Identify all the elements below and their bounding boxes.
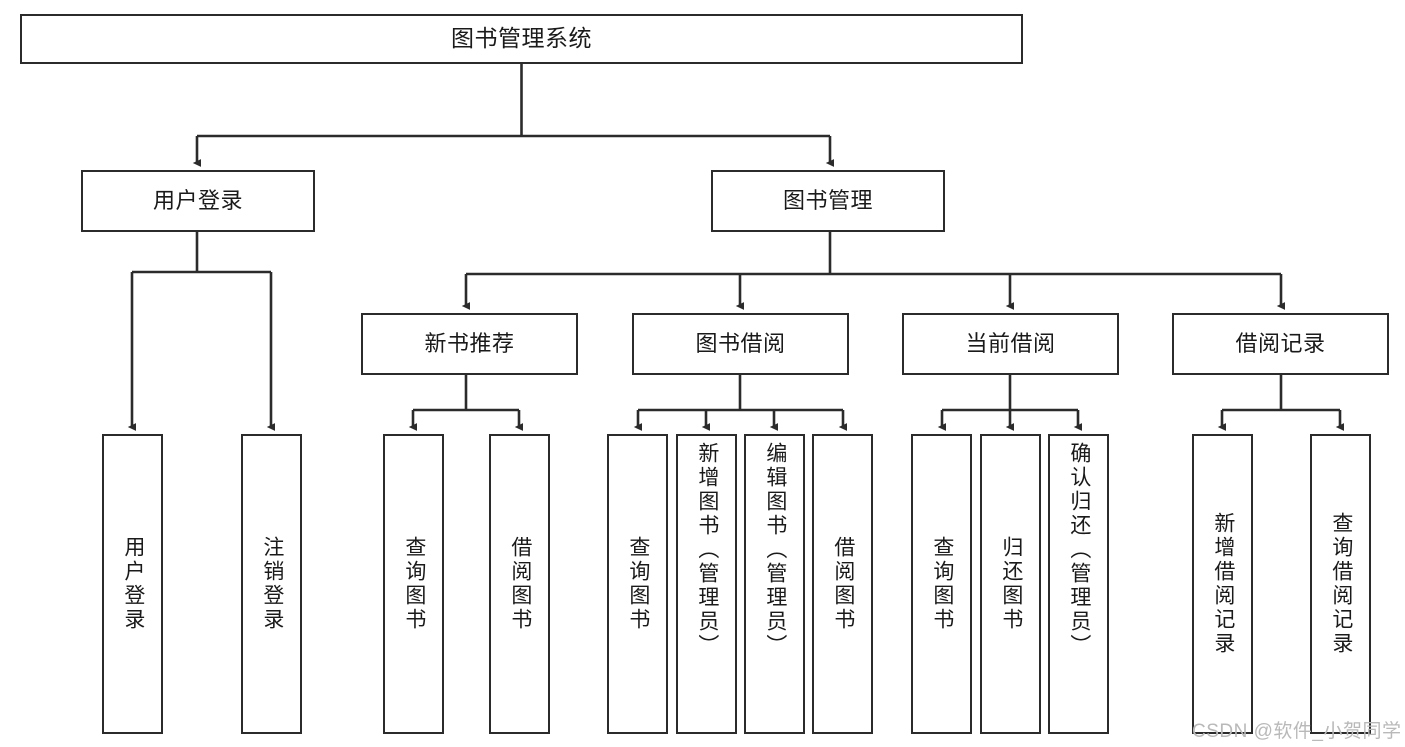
node-label: 查询图书	[626, 536, 650, 632]
node-label: 图书管理	[782, 188, 873, 214]
node-label: 确认归还（管理员）	[1067, 442, 1091, 658]
node-label: 新增借阅记录	[1211, 512, 1235, 656]
node-label: 用户登录	[152, 188, 243, 214]
node-leaf-query-borrow-record[interactable]: 查询借阅记录	[1310, 434, 1371, 734]
node-leaf-add-borrow-record[interactable]: 新增借阅记录	[1192, 434, 1253, 734]
node-leaf-logout[interactable]: 注销登录	[241, 434, 302, 734]
node-label: 借阅图书	[508, 536, 532, 632]
csdn-watermark: CSDN @软件_小贺同学	[1192, 721, 1402, 742]
node-label: 借阅记录	[1235, 331, 1326, 357]
node-borrow-record[interactable]: 借阅记录	[1172, 313, 1389, 375]
node-leaf-confirm-return-admin[interactable]: 确认归还（管理员）	[1048, 434, 1109, 734]
node-label: 用户登录	[121, 536, 145, 632]
node-label: 新书推荐	[424, 331, 515, 357]
node-book-management[interactable]: 图书管理	[711, 170, 945, 232]
node-label: 查询借阅记录	[1329, 512, 1353, 656]
node-label: 新增图书（管理员）	[695, 442, 719, 658]
node-leaf-return-book[interactable]: 归还图书	[980, 434, 1041, 734]
node-label: 注销登录	[260, 536, 284, 632]
node-leaf-borrow-book[interactable]: 借阅图书	[812, 434, 873, 734]
node-leaf-query-book-borrow[interactable]: 查询图书	[607, 434, 668, 734]
node-label: 查询图书	[402, 536, 426, 632]
node-current-borrow[interactable]: 当前借阅	[902, 313, 1119, 375]
node-label: 归还图书	[999, 536, 1023, 632]
node-leaf-add-book-admin[interactable]: 新增图书（管理员）	[676, 434, 737, 734]
node-root-book-management-system[interactable]: 图书管理系统	[20, 14, 1023, 64]
node-label: 编辑图书（管理员）	[763, 442, 787, 658]
node-leaf-user-login[interactable]: 用户登录	[102, 434, 163, 734]
node-new-book-recommend[interactable]: 新书推荐	[361, 313, 578, 375]
node-label: 借阅图书	[831, 536, 855, 632]
node-user-login[interactable]: 用户登录	[81, 170, 315, 232]
node-label: 查询图书	[930, 536, 954, 632]
node-leaf-edit-book-admin[interactable]: 编辑图书（管理员）	[744, 434, 805, 734]
node-leaf-query-book-recommend[interactable]: 查询图书	[383, 434, 444, 734]
node-book-borrow[interactable]: 图书借阅	[632, 313, 849, 375]
node-label: 图书管理系统	[451, 25, 592, 52]
node-leaf-borrow-book-recommend[interactable]: 借阅图书	[489, 434, 550, 734]
node-leaf-query-book-current[interactable]: 查询图书	[911, 434, 972, 734]
node-label: 图书借阅	[695, 331, 786, 357]
node-label: 当前借阅	[965, 331, 1056, 357]
